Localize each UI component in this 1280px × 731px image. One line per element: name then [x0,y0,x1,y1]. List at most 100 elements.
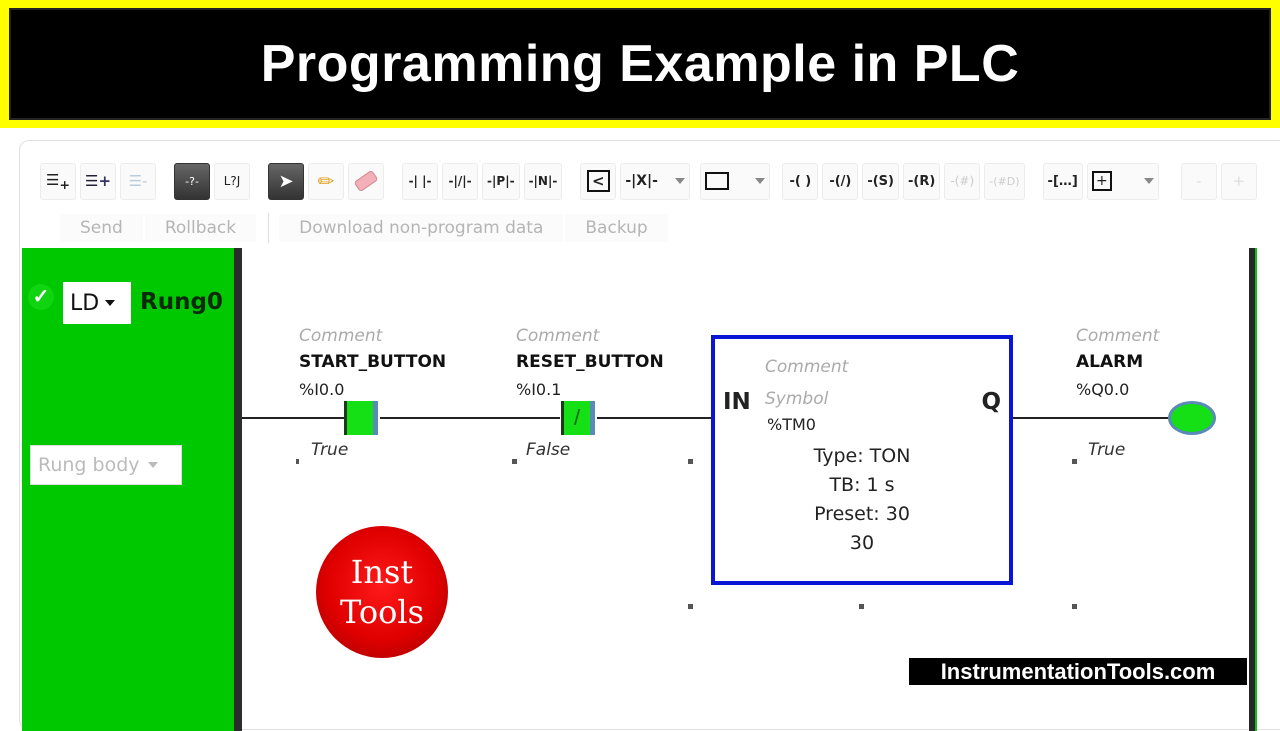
timer-function-block[interactable]: IN Q Comment Symbol %TM0 Type: TON TB: 1… [711,335,1013,585]
positive-edge-contact-icon: -|P|- [487,174,515,188]
wire-segment [597,417,711,419]
action-bar: Send Rollback Download non-program data … [60,213,670,243]
add-box-icon: + [1091,171,1112,191]
negated-coil-button[interactable]: -(/) [822,162,859,200]
delete-rung-button[interactable]: ☰- [120,162,157,200]
select-pointer-icon: ➤ [278,170,294,192]
rung-name: Rung0 [140,289,223,315]
operation-block-button[interactable]: -[…] [1042,162,1083,200]
title-banner: Programming Example in PLC [0,0,1280,128]
contact-state: True [311,440,349,460]
contact-comment: Comment [299,326,383,346]
grid-dot [1072,459,1077,464]
contact-symbol: RESET_BUTTON [516,352,664,372]
zoom-out-button[interactable]: - [1180,162,1217,200]
zoom-out-icon: - [1196,172,1202,190]
branch-comment-button[interactable]: L?J [214,162,251,200]
normally-closed-contact-icon: -|/|- [448,174,472,188]
contact-symbol: START_BUTTON [299,352,447,372]
function-block-dropdown[interactable] [700,162,771,200]
coil-symbol: ALARM [1076,352,1144,372]
insert-rung-above-icon: ☰+ [85,172,112,190]
zoom-in-button[interactable]: + [1220,162,1257,200]
timer-symbol: Symbol [765,389,829,409]
negative-edge-contact-button[interactable]: -|N|- [523,162,563,200]
grid-dot [512,459,517,464]
compare-block-icon: < [587,170,610,192]
rung-comment-icon: -?- [185,174,199,188]
add-element-dropdown[interactable]: + [1086,162,1159,200]
jump-coil-button[interactable]: -(#) [944,162,981,200]
set-coil-button[interactable]: -(S) [862,162,899,200]
language-select-value: LD [70,290,100,316]
zoom-in-icon: + [1232,172,1246,190]
slash-icon: / [573,405,581,430]
grid-dot [296,459,299,464]
chevron-down-icon [147,462,158,468]
coil-state: True [1088,440,1126,460]
special-contact-dropdown[interactable]: -|X|- [620,162,691,200]
contact-comment: Comment [516,326,600,346]
wire-segment [242,417,344,419]
rung-valid-check-icon: ✓ [28,284,54,310]
wire-segment [1013,417,1168,419]
site-watermark: InstrumentationTools.com [909,658,1247,685]
grid-dot [859,604,864,609]
logo-line1: Inst [350,553,414,591]
timer-comment: Comment [765,357,849,377]
title-banner-inner: Programming Example in PLC [9,8,1271,120]
download-non-program-data-button[interactable]: Download non-program data [279,214,564,242]
jump-d-coil-button[interactable]: -(#D) [984,162,1025,200]
insert-rung-below-button[interactable]: ☰+ [40,162,76,200]
operation-block-icon: -[…] [1047,173,1078,189]
banner-title: Programming Example in PLC [260,35,1020,93]
reset-coil-button[interactable]: -(R) [903,162,941,200]
reset-coil-icon: -(R) [908,173,936,189]
contact-state: False [526,440,571,460]
timer-address: %TM0 [767,415,816,434]
chevron-down-icon [105,300,116,306]
compare-block-button[interactable]: < [580,162,617,200]
contact-address: %I0.1 [516,380,562,399]
grid-dot [688,604,693,609]
backup-button[interactable]: Backup [565,214,668,242]
left-power-rail [234,248,242,731]
language-select[interactable]: LD [63,282,131,324]
normally-open-contact[interactable] [344,401,378,435]
coil-address: %Q0.0 [1076,380,1130,399]
jump-d-coil-icon: -(#D) [989,174,1020,188]
rung-header-panel [22,248,234,731]
rollback-button[interactable]: Rollback [144,214,257,242]
eraser-button[interactable] [348,162,385,200]
delete-rung-icon: ☰- [128,172,148,190]
normally-closed-contact[interactable]: / [561,401,595,435]
contact-address: %I0.0 [299,380,345,399]
output-coil[interactable] [1168,401,1216,435]
coil-icon: -( ) [789,173,812,189]
insert-rung-below-icon: ☰+ [46,170,70,192]
rung-comment-button[interactable]: -?- [174,162,211,200]
send-button[interactable]: Send [60,214,143,242]
function-block-icon [705,172,730,190]
ladder-toolbar: ☰+ ☰+ ☰- -?- L?J ➤ ✏ -| |- -|/|- -|P|- -… [40,161,1261,201]
select-pointer-button[interactable]: ➤ [268,162,305,200]
positive-edge-contact-button[interactable]: -|P|- [482,162,520,200]
special-contact-icon: -|X|- [625,173,658,189]
chevron-down-icon [675,178,686,184]
coil-button[interactable]: -( ) [782,162,819,200]
plc-editor-window: ☰+ ☰+ ☰- -?- L?J ➤ ✏ -| |- -|/|- -|P|- -… [19,140,1280,731]
pencil-draw-button[interactable]: ✏ [308,162,345,200]
right-power-rail [1249,248,1257,731]
timer-current-value: 30 [849,532,875,554]
eraser-icon [353,169,379,193]
negated-coil-icon: -(/) [829,173,852,189]
normally-open-contact-icon: -| |- [408,174,432,188]
timer-timebase: TB: 1 s [829,474,895,496]
inst-tools-logo: Inst Tools [316,526,448,658]
normally-closed-contact-button[interactable]: -|/|- [442,162,479,200]
rung-section-select[interactable]: Rung body [30,445,182,485]
normally-open-contact-button[interactable]: -| |- [402,162,439,200]
wire-segment [380,417,560,419]
rung-section-value: Rung body [38,454,140,476]
insert-rung-above-button[interactable]: ☰+ [80,162,117,200]
